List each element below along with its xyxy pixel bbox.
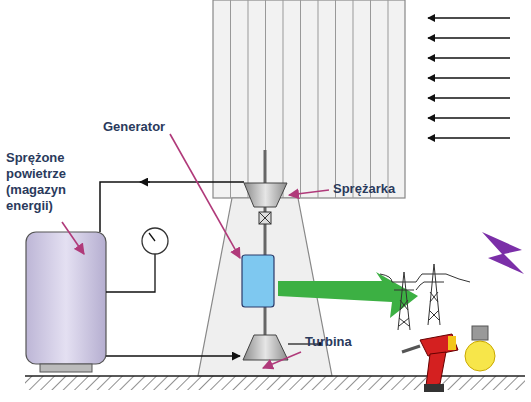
- wind-arrow: [428, 57, 510, 58]
- part-label: Sprężarka: [333, 181, 395, 197]
- coupling-cross: [259, 212, 271, 224]
- rotor-slat: [370, 0, 371, 198]
- leader-lines: [62, 134, 329, 368]
- wind-arrow: [428, 137, 510, 138]
- turbine-symbol: [243, 335, 288, 360]
- pressure-gauge: [142, 228, 168, 254]
- wind-arrow: [428, 117, 510, 118]
- rotor: [213, 0, 405, 198]
- rotor-slat: [335, 0, 336, 198]
- light-bulb: [465, 326, 495, 371]
- gauge-pipe: [106, 254, 155, 292]
- part-label: Generator: [103, 119, 165, 135]
- rotor-slat: [300, 0, 301, 198]
- tank-base: [40, 364, 92, 372]
- part-label: Turbina: [305, 334, 352, 350]
- drill: [402, 334, 458, 392]
- wind-arrow: [428, 97, 510, 98]
- rotor-slat: [388, 0, 389, 198]
- flow-arrow: [140, 181, 150, 183]
- power-pylons: [380, 264, 470, 330]
- shaft: [264, 150, 267, 345]
- wind-arrow: [428, 77, 510, 78]
- wind-arrow: [428, 37, 510, 38]
- air-pipe: [106, 355, 240, 357]
- ground-hatch: [25, 376, 525, 390]
- power-arrow: [278, 272, 418, 318]
- air-pipe: [100, 182, 244, 232]
- lightning: [482, 232, 524, 274]
- rotor-slat: [248, 0, 249, 198]
- air-tank: [26, 232, 106, 364]
- rotor-slat: [318, 0, 319, 198]
- generator-box: [242, 255, 274, 307]
- rotor-slat: [283, 0, 284, 198]
- part-label: Sprężone powietrze (magazyn energii): [6, 150, 86, 214]
- compressor-symbol: [244, 183, 287, 207]
- wind-arrow: [428, 17, 510, 18]
- rotor-slat: [230, 0, 231, 198]
- wind-arrows: [428, 18, 510, 138]
- gauge-needle: [149, 233, 155, 241]
- coupling: [259, 212, 271, 224]
- rotor-slat: [353, 0, 354, 198]
- ground-line: [25, 375, 525, 377]
